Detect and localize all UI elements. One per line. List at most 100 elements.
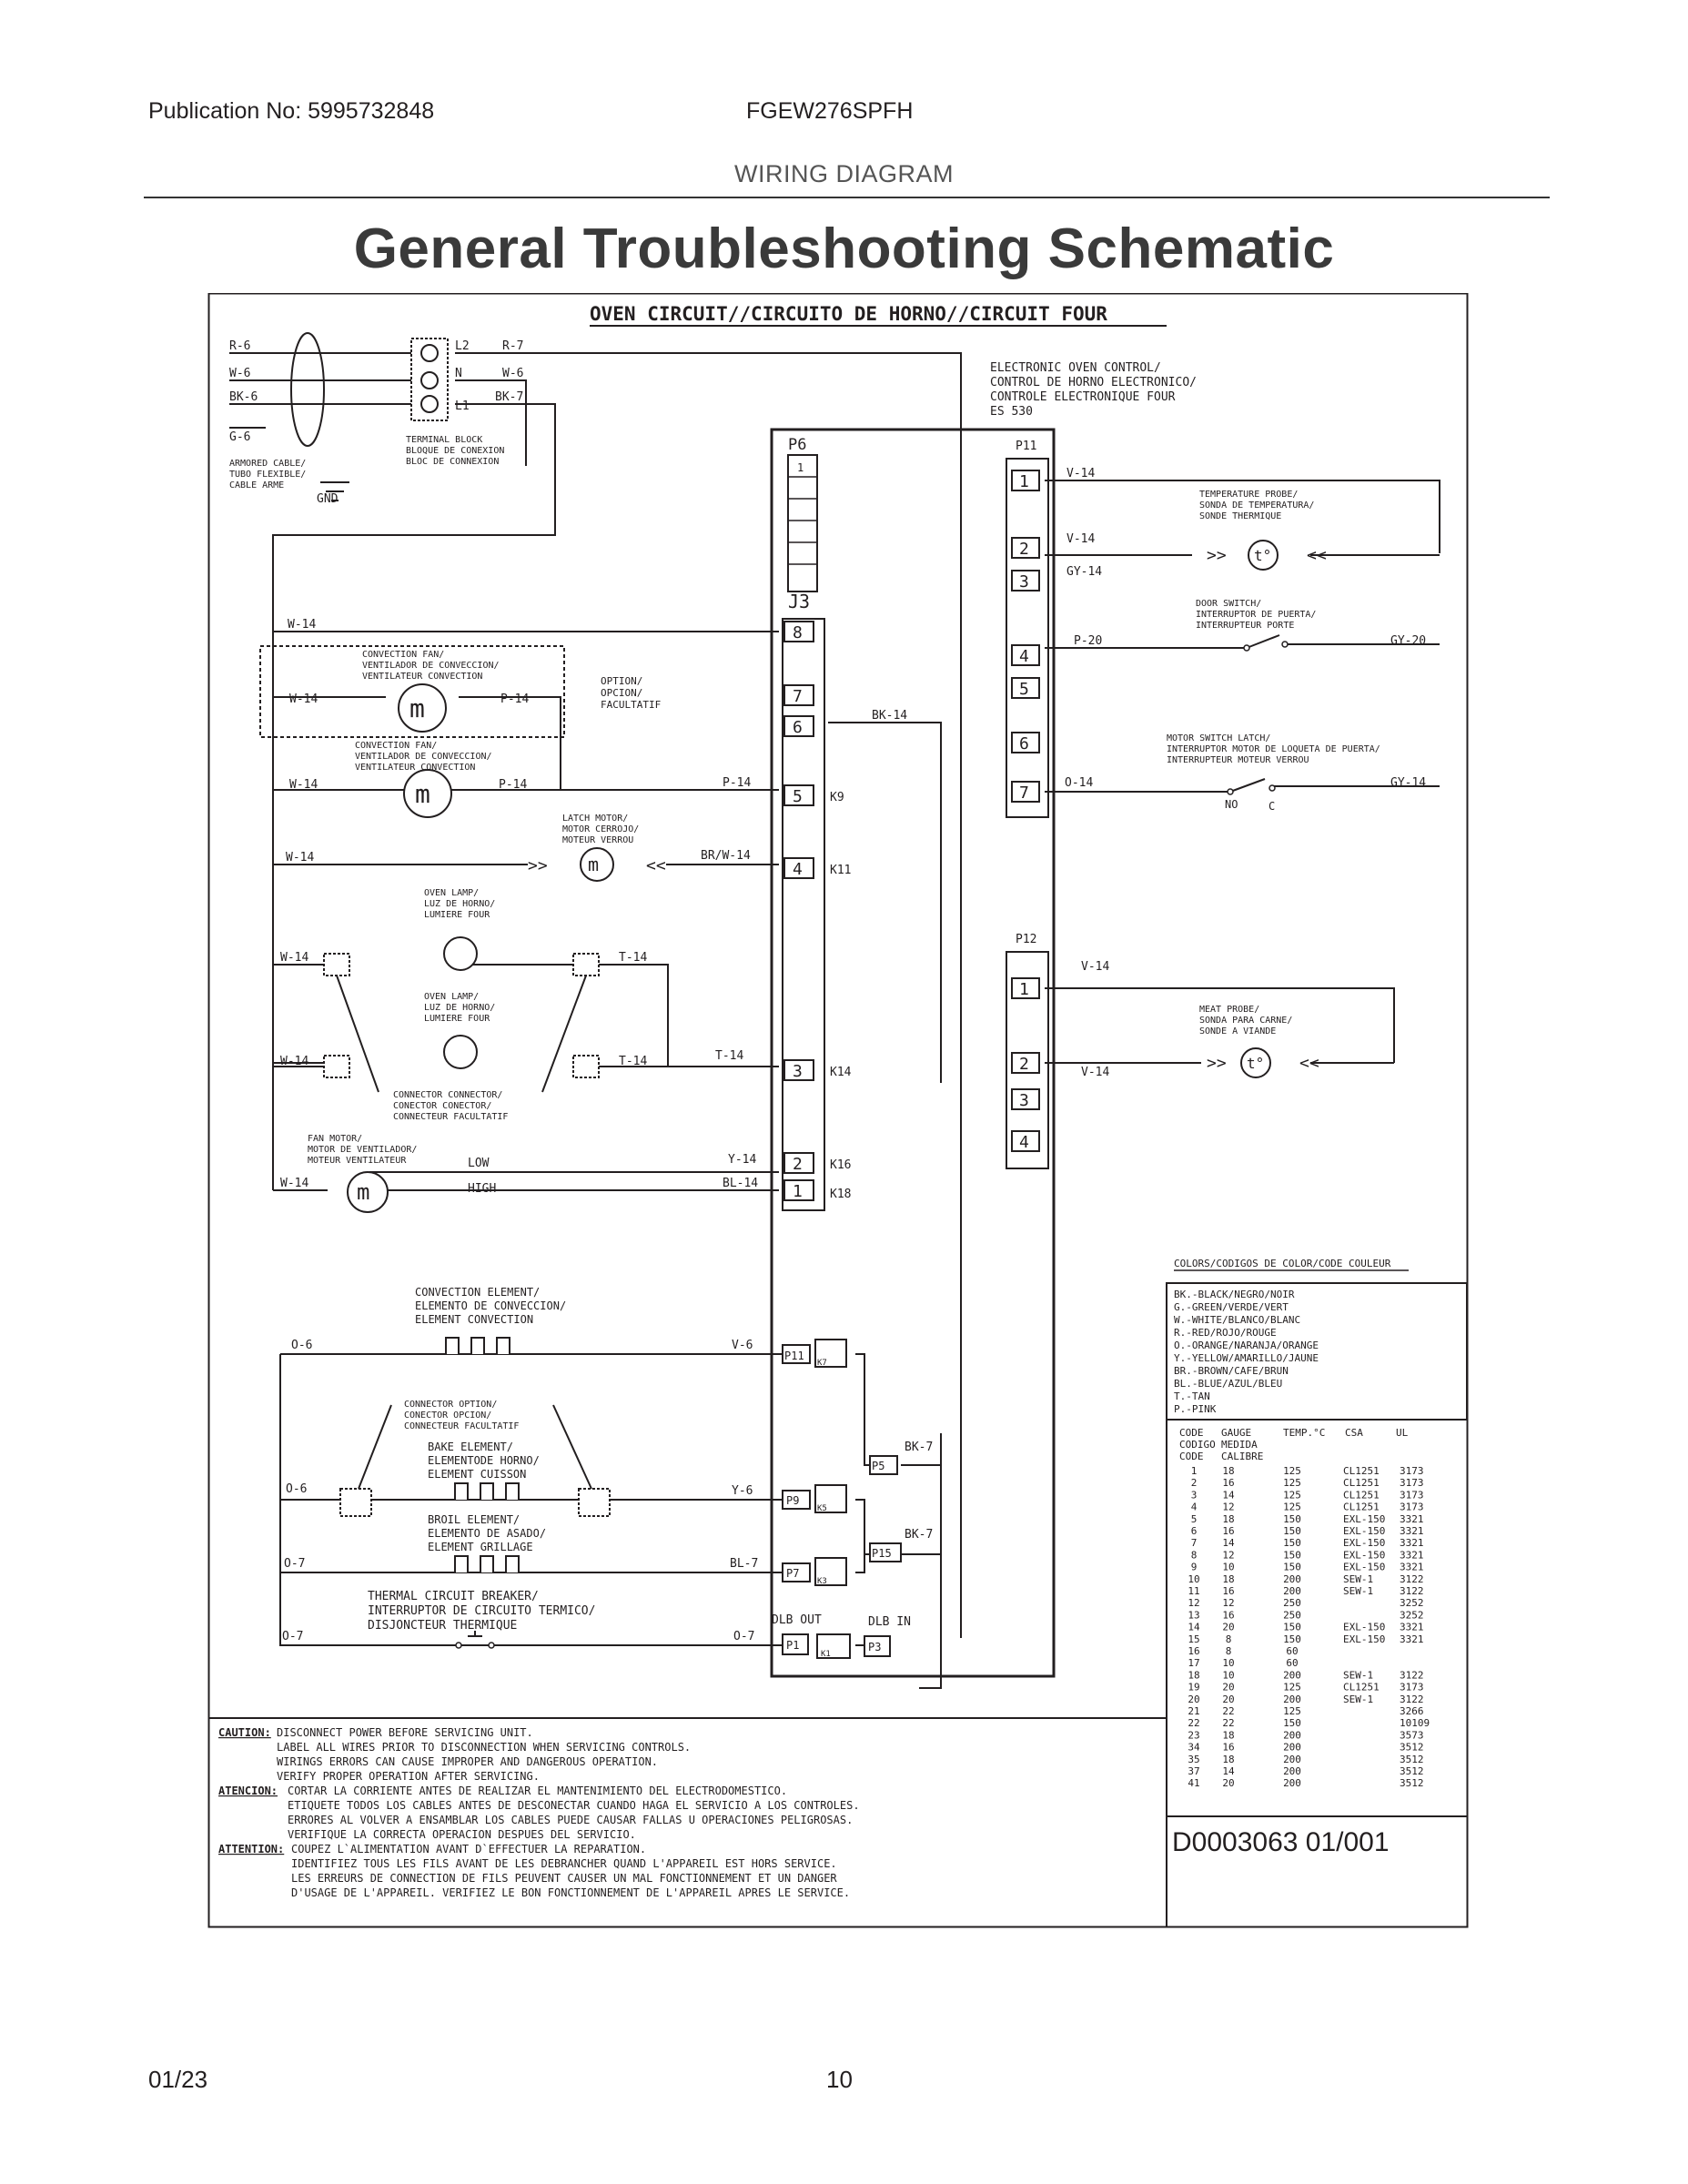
- component-label: FAN MOTOR/: [308, 1134, 362, 1144]
- gauge-table-cell: 125: [1283, 1705, 1301, 1717]
- lamp-connector: [323, 1055, 350, 1078]
- relay-coil-label: K7: [817, 1359, 827, 1368]
- gauge-table-cell: 20: [1222, 1622, 1234, 1633]
- gauge-table-cell: 150: [1283, 1549, 1301, 1561]
- relay-k5: [814, 1484, 847, 1513]
- probe-symbol: t°: [1254, 547, 1271, 564]
- gauge-table-cell: 22: [1188, 1717, 1199, 1729]
- wire-label: O-6: [291, 1339, 312, 1352]
- p11-pin-number: 3: [1019, 572, 1029, 592]
- convection-fan-motor: [403, 769, 452, 818]
- component-label: MOTOR DE VENTILADOR/: [308, 1145, 417, 1155]
- gauge-header-cell: GAUGE: [1221, 1427, 1251, 1439]
- wire-label: V-14: [1066, 532, 1095, 546]
- p11-pin-number: 4: [1019, 647, 1029, 666]
- gauge-table-cell: 18: [1222, 1573, 1234, 1585]
- wire-label: W-14: [288, 618, 316, 632]
- gauge-table-cell: SEW-1: [1343, 1669, 1373, 1681]
- lamp-connector: [572, 953, 600, 976]
- switch-contact: [1227, 788, 1234, 795]
- switch-terminal: NO: [1225, 798, 1238, 811]
- gauge-table-cell: 16: [1222, 1477, 1234, 1489]
- motor-symbol: m: [357, 1179, 369, 1205]
- wire-label: T-14: [619, 1055, 647, 1068]
- gauge-table-cell: 3: [1191, 1489, 1198, 1501]
- j3-pin-number: 1: [793, 1182, 803, 1201]
- gauge-table-cell: 23: [1188, 1729, 1199, 1741]
- dlb-label: DLB IN: [868, 1615, 911, 1629]
- connector-leader: [336, 975, 587, 1093]
- relay-label: K11: [830, 864, 851, 877]
- j3-pin-number: 6: [793, 718, 803, 737]
- gauge-table-cell: 125: [1283, 1489, 1301, 1501]
- component-label: VENTILADOR DE CONVECCION/: [362, 661, 500, 671]
- relay-terminal: [869, 1542, 902, 1562]
- gauge-table-cell: 18: [1222, 1754, 1234, 1765]
- gauge-table-cell: 3512: [1400, 1742, 1424, 1754]
- wire-label: BK-7: [495, 390, 523, 404]
- connector-symbol: <<: [646, 856, 666, 875]
- circuit-heading: OVEN CIRCUIT//CIRCUITO DE HORNO//CIRCUIT…: [590, 303, 1107, 325]
- caution-heading: ATTENTION:: [218, 1843, 284, 1855]
- connector-symbol: >>: [1207, 1054, 1227, 1073]
- gauge-table-cell: 3512: [1400, 1765, 1424, 1777]
- wire-label: W-6: [502, 367, 523, 380]
- p12-pin-number: 2: [1019, 1055, 1029, 1074]
- dlb-label: DLB OUT: [772, 1613, 822, 1627]
- caution-line: ETIQUETE TODOS LOS CABLES ANTES DE DESCO…: [288, 1799, 860, 1812]
- relay-terminal-label: P7: [786, 1567, 799, 1580]
- p12-pin-number: 4: [1019, 1133, 1029, 1152]
- p6-dividers: [788, 476, 817, 565]
- gauge-table-cell: 125: [1283, 1477, 1301, 1489]
- gauge-table-cell: 22: [1222, 1705, 1234, 1717]
- connector-symbol: >>: [528, 856, 548, 875]
- gauge-table-cell: 200: [1283, 1742, 1301, 1754]
- gauge-table-cell: 7: [1191, 1537, 1198, 1549]
- wire-label: O-6: [286, 1482, 307, 1496]
- gauge-table-cell: 16: [1188, 1645, 1199, 1657]
- relay-terminal-label: P15: [872, 1547, 892, 1560]
- component-label: TEMPERATURE PROBE/: [1199, 490, 1298, 500]
- colors-title: COLORS/CODIGOS DE COLOR/CODE COULEUR: [1174, 1258, 1391, 1269]
- color-code: O.-ORANGE/NARANJA/ORANGE: [1174, 1340, 1319, 1351]
- connector-leader: [358, 1404, 592, 1490]
- oven-lamp-1: [443, 936, 478, 971]
- terminal-screw: [420, 344, 439, 362]
- breaker-contact: [455, 1642, 462, 1649]
- component-label: LUMIERE FOUR: [424, 1014, 490, 1024]
- gauge-table-cell: 6: [1191, 1525, 1198, 1537]
- component-label: ELEMENT GRILLAGE: [428, 1541, 533, 1553]
- relay-terminal-label: P11: [784, 1350, 804, 1362]
- relay-coil-label: K5: [817, 1504, 827, 1513]
- gauge-table-cell: EXL-150: [1343, 1513, 1385, 1525]
- oven-lamp-2: [443, 1035, 478, 1069]
- model-number: FGEW276SPFH: [746, 98, 914, 124]
- gauge-table-cell: 8: [1226, 1633, 1232, 1645]
- component-label: CONVECTION FAN/: [355, 741, 437, 751]
- wire-label: P-14: [499, 778, 527, 792]
- gauge-table-cell: 14: [1222, 1489, 1235, 1501]
- gauge-table-cell: 150: [1283, 1633, 1301, 1645]
- wire-label: V-14: [1081, 1066, 1109, 1079]
- gauge-table-cell: 3173: [1400, 1502, 1424, 1513]
- component-label: LUZ DE HORNO/: [424, 1003, 495, 1013]
- switch-terminal: C: [1269, 800, 1275, 813]
- meat-probe: [1240, 1047, 1271, 1078]
- color-code: R.-RED/ROJO/ROUGE: [1174, 1327, 1277, 1339]
- header-rule: [144, 197, 1550, 198]
- option-label: OPCION/: [601, 687, 642, 699]
- component-label: SONDE THERMIQUE: [1199, 511, 1281, 521]
- gauge-table-cell: 200: [1283, 1573, 1301, 1585]
- relay-label: K9: [830, 791, 844, 804]
- gauge-table-cell: 10: [1188, 1573, 1199, 1585]
- switch-contact: [1281, 641, 1289, 648]
- component-label: BROIL ELEMENT/: [428, 1513, 520, 1526]
- wire-label: GY-14: [1066, 565, 1102, 579]
- gauge-table-cell: 17: [1188, 1657, 1199, 1669]
- gauge-table-cell: 12: [1188, 1597, 1199, 1609]
- gauge-table-cell: 16: [1222, 1609, 1234, 1621]
- element-connector: [578, 1488, 611, 1517]
- footer-page-number: 10: [826, 2066, 853, 2093]
- gauge-table-cell: 150: [1283, 1537, 1301, 1549]
- relay-label: K14: [830, 1066, 852, 1079]
